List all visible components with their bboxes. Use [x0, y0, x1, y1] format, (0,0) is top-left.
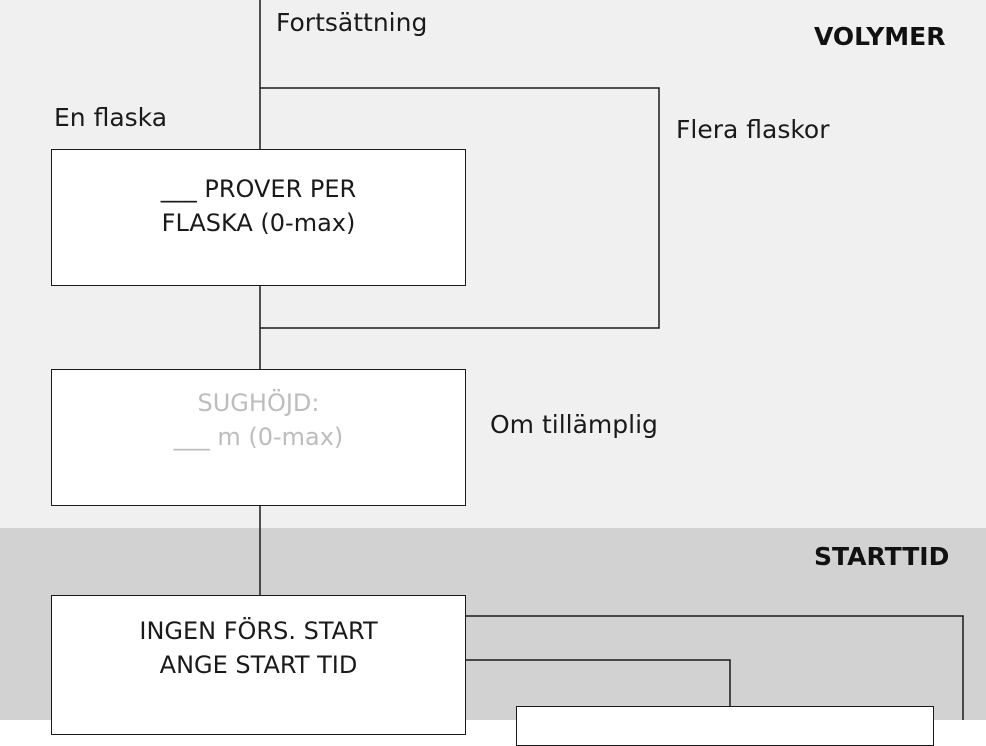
- samples-per-bottle-box: ___ PROVER PER FLASKA (0-max): [51, 149, 466, 286]
- label-if-applicable: Om tillämplig: [490, 410, 658, 439]
- label-multiple-bottles: Flera flaskor: [676, 115, 830, 144]
- connector-outer-right: [465, 615, 964, 720]
- suction-height-box: SUGHÖJD: ___ m (0-max): [51, 369, 466, 506]
- no-delayed-start-box: INGEN FÖRS. START ANGE START TID: [51, 595, 466, 735]
- no-delayed-start-line1: INGEN FÖRS. START: [139, 617, 378, 645]
- connector-multiple-bottles: [260, 87, 660, 329]
- connector-inner-right: [465, 659, 731, 706]
- section-title-volume: VOLYMER: [814, 22, 946, 51]
- samples-per-bottle-line1: ___ PROVER PER: [160, 175, 357, 203]
- samples-per-bottle-line2: FLASKA (0-max): [161, 209, 356, 237]
- partial-bottom-box: [516, 706, 934, 746]
- label-one-bottle: En flaska: [54, 103, 168, 132]
- section-title-start-time: STARTTID: [814, 542, 950, 571]
- connector-lines: [259, 0, 964, 720]
- suction-height-line1: SUGHÖJD:: [197, 389, 320, 417]
- label-continuation: Fortsättning: [276, 8, 428, 37]
- no-delayed-start-line2: ANGE START TID: [159, 651, 358, 679]
- suction-height-line2: ___ m (0-max): [173, 423, 344, 451]
